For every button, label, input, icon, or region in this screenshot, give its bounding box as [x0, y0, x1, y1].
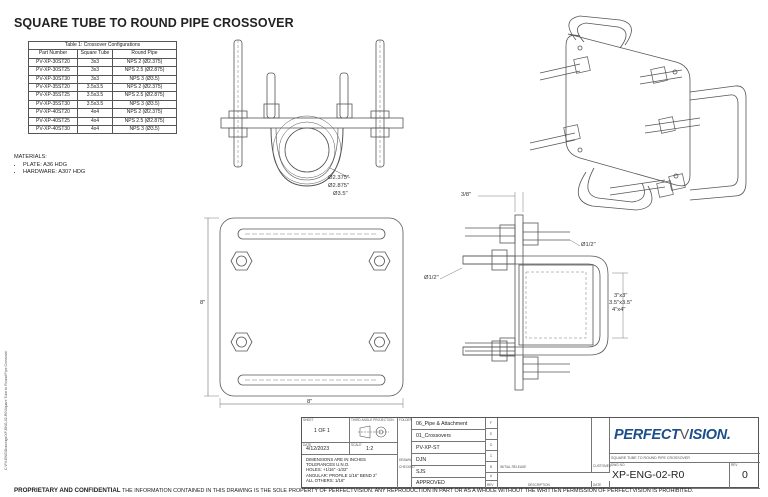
table-cell: NPS 2.5 (Ø2.875) [112, 116, 177, 127]
rev-letter: D [490, 443, 493, 447]
tb-tolerances-cell: DIMENSIONS ARE IN INCHES TOLERANCES U.N.… [302, 455, 398, 489]
tb-label-col: FOLDER DRAWN CHECKED [398, 418, 415, 489]
table-cell: NPS 2 (Ø2.375) [112, 57, 177, 68]
logo-cell: PERFECTVISION. [610, 418, 760, 454]
tb-label: DWG NO. [611, 463, 626, 467]
revision-number: 0 [742, 469, 748, 481]
brand-text: PERFECT [614, 427, 680, 443]
front-view [220, 39, 404, 187]
config-table: Table 1: Crossover Configurations Part N… [28, 41, 177, 135]
side-view [439, 192, 628, 391]
config-table-caption: Table 1: Crossover Configurations [28, 41, 177, 50]
tolerance-line: TOLERANCES U.N.O. [306, 462, 350, 468]
dim-thickness: 3/8" [461, 192, 472, 198]
tb-subfolder: 01_Crossovers [416, 433, 451, 439]
table-cell: NPS 3 (Ø3.5) [112, 74, 177, 85]
rev-letter: E [490, 432, 493, 436]
drawing-number: XP-ENG-02-R0 [612, 469, 685, 481]
drawing-title: SQUARE TUBE TO ROUND PIPE CROSSOVER [14, 16, 294, 30]
materials-note: MATERIALS: PLATE: A36 HDG HARDWARE: A307… [14, 154, 85, 177]
tb-label: SHEET [303, 418, 314, 422]
rev-letter: C [490, 454, 493, 458]
tb-date-cell: DATE 4/12/2023 [302, 443, 350, 455]
table-header-row: Part Number Square Tube Round Pipe [28, 49, 177, 59]
tolerance-line: DIMENSIONS ARE IN INCHES [306, 457, 366, 462]
tb-label: REV [487, 483, 494, 487]
tb-projection-cell: THIRD ANGLE PROJECTION [350, 418, 398, 443]
table-cell: NPS 2.5 (Ø2.875) [112, 91, 177, 101]
revision-cell: REV 0 [730, 463, 760, 489]
proprietary-footer: PROPRIETARY AND CONFIDENTIAL THE INFORMA… [14, 487, 693, 494]
tb-label: DATE [593, 483, 602, 487]
tb-sheet: 1 OF 1 [314, 428, 330, 434]
tb-scale-cell: SCALE 1:2 [350, 443, 398, 455]
tb-drawing-title: SQUARE TUBE TO ROUND PIPE CROSSOVER [611, 456, 690, 460]
tb-label: SCALE [351, 443, 362, 447]
tb-label: CHECKED [399, 465, 415, 469]
tb-folder: 06_Pipe & Attachment [416, 421, 468, 427]
rev-letter: A [490, 474, 493, 478]
table-cell: NPS 2 (Ø2.375) [112, 83, 177, 93]
table-cell: NPS 2 (Ø2.375) [112, 108, 177, 118]
dim-tube-1: 3"x3" [614, 293, 628, 299]
tb-label: CUSTOMER [593, 464, 612, 468]
table-cell: NPS 3 (Ø3.5) [112, 125, 177, 135]
drawing-no-cell: DWG NO. XP-ENG-02-R0 [610, 463, 730, 489]
tb-approved: APPROVED [416, 480, 445, 486]
table-cell: NPS 3 (Ø3.5) [112, 99, 177, 110]
dim-bolt-left: Ø1/2" [424, 275, 439, 281]
dim-pipe-d1: Ø2.375" [328, 175, 350, 181]
material-item: HARDWARE: A307 HDG [23, 169, 85, 177]
rev-letter: B [490, 465, 493, 469]
tb-sheet-cell: SHEET 1 OF 1 [302, 418, 350, 443]
tolerance-line: ALL OTHERS: 1/16" [306, 477, 345, 483]
tb-label: DRAWN [399, 458, 411, 462]
table-cell: NPS 2.5 (Ø2.875) [112, 66, 177, 76]
dim-plate-width: 8" [307, 399, 313, 405]
rev-desc: INITIAL RELEASE [500, 465, 527, 469]
tb-date: 4/12/2023 [306, 446, 330, 452]
iso-view [529, 15, 747, 211]
tolerance-line: HOLES: +1/16" -1/32" [306, 467, 348, 473]
material-item: PLATE: A36 HDG [23, 162, 85, 170]
top-view [204, 217, 404, 408]
dim-bolt-top: Ø1/2" [581, 242, 596, 248]
brand-text: ISION. [688, 427, 731, 443]
file-path: C:\PV-ENG\Drawings\XP-ENG-02-R0\Square T… [4, 350, 8, 470]
tb-label: DESCRIPTION [528, 483, 550, 487]
tb-part: PV-XP-ST [416, 445, 440, 451]
tb-label: THIRD ANGLE PROJECTION [351, 418, 394, 422]
tb-label: REV [731, 463, 738, 467]
col-header: Round Pipe [112, 49, 177, 59]
dim-tube-2: 3.5"x3.5" [609, 300, 633, 306]
projection-icon [358, 425, 389, 439]
title-block: SHEET 1 OF 1 THIRD ANGLE PROJECTION DATE… [301, 417, 760, 489]
dim-pipe-d2: Ø2.875" [328, 183, 350, 189]
tb-scale: 1:2 [366, 446, 374, 452]
dim-pipe-d3: Ø3.5" [333, 191, 348, 197]
footer-text: THE INFORMATION CONTAINED IN THIS DRAWIN… [121, 488, 694, 494]
materials-heading: MATERIALS: [14, 154, 47, 160]
brand-logo: PERFECTVISION. [614, 427, 731, 443]
tolerance-line: ANGULAR: PROFILE 1/16" BEND 2° [306, 472, 378, 478]
tb-checked: SJS [416, 469, 426, 475]
tb-drawn: DJN [416, 457, 427, 463]
tb-label: DATE [303, 443, 312, 447]
rev-letter: F [490, 421, 492, 425]
footer-bold: PROPRIETARY AND CONFIDENTIAL [14, 487, 121, 494]
dim-plate-height: 8" [200, 300, 206, 306]
dim-tube-3: 4"x4" [612, 307, 626, 313]
tb-label: FOLDER [399, 418, 412, 422]
